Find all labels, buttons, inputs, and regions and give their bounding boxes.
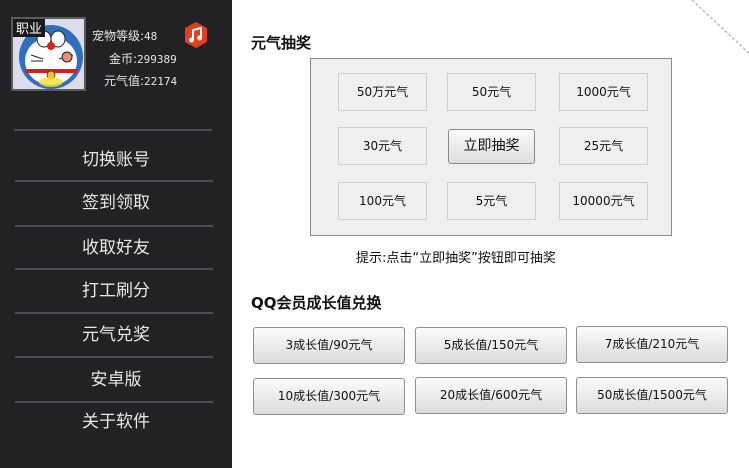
sidebar-item-energy-redeem[interactable]: 元气兑奖: [82, 325, 150, 345]
sidebar: 职业 宠物等级:48 金币:299389 元气值:22174 切换账号 签到领取…: [0, 0, 232, 468]
divider: [15, 401, 213, 403]
doraemon-avatar-image: 职业: [13, 19, 84, 89]
prize-cell: 1000元气: [559, 73, 648, 111]
divider: [15, 356, 213, 358]
sidebar-item-sign-in[interactable]: 签到领取: [82, 193, 150, 213]
lottery-hint: 提示:点击“立即抽奖”按钮即可抽奖: [356, 251, 556, 266]
profile-panel: 职业 宠物等级:48 金币:299389 元气值:22174: [0, 0, 232, 120]
exchange-20-button[interactable]: 20成长值/600元气: [415, 377, 567, 414]
divider: [15, 225, 213, 227]
lottery-grid: 50万元气 50元气 1000元气 30元气 立即抽奖 25元气 100元气 5…: [310, 58, 672, 236]
prize-cell: 25元气: [559, 127, 648, 165]
prize-cell: 50元气: [447, 73, 536, 111]
gold-label: 金币:: [109, 52, 138, 66]
sidebar-item-work-points[interactable]: 打工刷分: [82, 281, 150, 301]
energy-label: 元气值:: [104, 74, 145, 88]
divider: [14, 129, 212, 131]
sidebar-item-collect-friends[interactable]: 收取好友: [82, 238, 150, 258]
prize-cell: 50万元气: [338, 73, 427, 111]
sidebar-item-switch-account[interactable]: 切换账号: [82, 150, 150, 170]
divider: [15, 312, 213, 314]
avatar[interactable]: 职业: [11, 17, 86, 91]
prize-cell: 5元气: [447, 182, 536, 220]
exchange-10-button[interactable]: 10成长值/300元气: [253, 378, 405, 415]
energy-value: 22174: [144, 75, 178, 88]
divider: [15, 268, 213, 270]
gold-stat: 金币:299389: [109, 50, 177, 67]
prize-cell: 30元气: [338, 127, 427, 165]
lottery-title: 元气抽奖: [251, 34, 312, 52]
divider: [15, 180, 213, 182]
pet-level-value: 48: [144, 30, 158, 43]
prize-cell: 10000元气: [559, 182, 648, 220]
energy-stat: 元气值:22174: [104, 72, 177, 89]
main-panel: 元气抽奖 50万元气 50元气 1000元气 30元气 立即抽奖 25元气 10…: [232, 0, 749, 468]
exchange-5-button[interactable]: 5成长值/150元气: [415, 327, 567, 364]
exchange-title: QQ会员成长值兑换: [251, 294, 382, 312]
prize-cell: 100元气: [338, 182, 427, 220]
decorative-corner-line: [691, 0, 749, 55]
pet-level: 宠物等级:48: [92, 27, 157, 44]
gold-value: 299389: [137, 53, 177, 66]
sidebar-item-android[interactable]: 安卓版: [90, 370, 142, 390]
draw-now-button[interactable]: 立即抽奖: [448, 129, 535, 164]
sidebar-item-about[interactable]: 关于软件: [82, 412, 150, 432]
music-note-icon[interactable]: [184, 22, 208, 48]
exchange-3-button[interactable]: 3成长值/90元气: [253, 327, 405, 364]
exchange-7-button[interactable]: 7成长值/210元气: [576, 326, 728, 363]
pet-level-label: 宠物等级:: [92, 29, 145, 43]
svg-text:职业: 职业: [16, 22, 42, 37]
exchange-50-button[interactable]: 50成长值/1500元气: [576, 377, 728, 414]
